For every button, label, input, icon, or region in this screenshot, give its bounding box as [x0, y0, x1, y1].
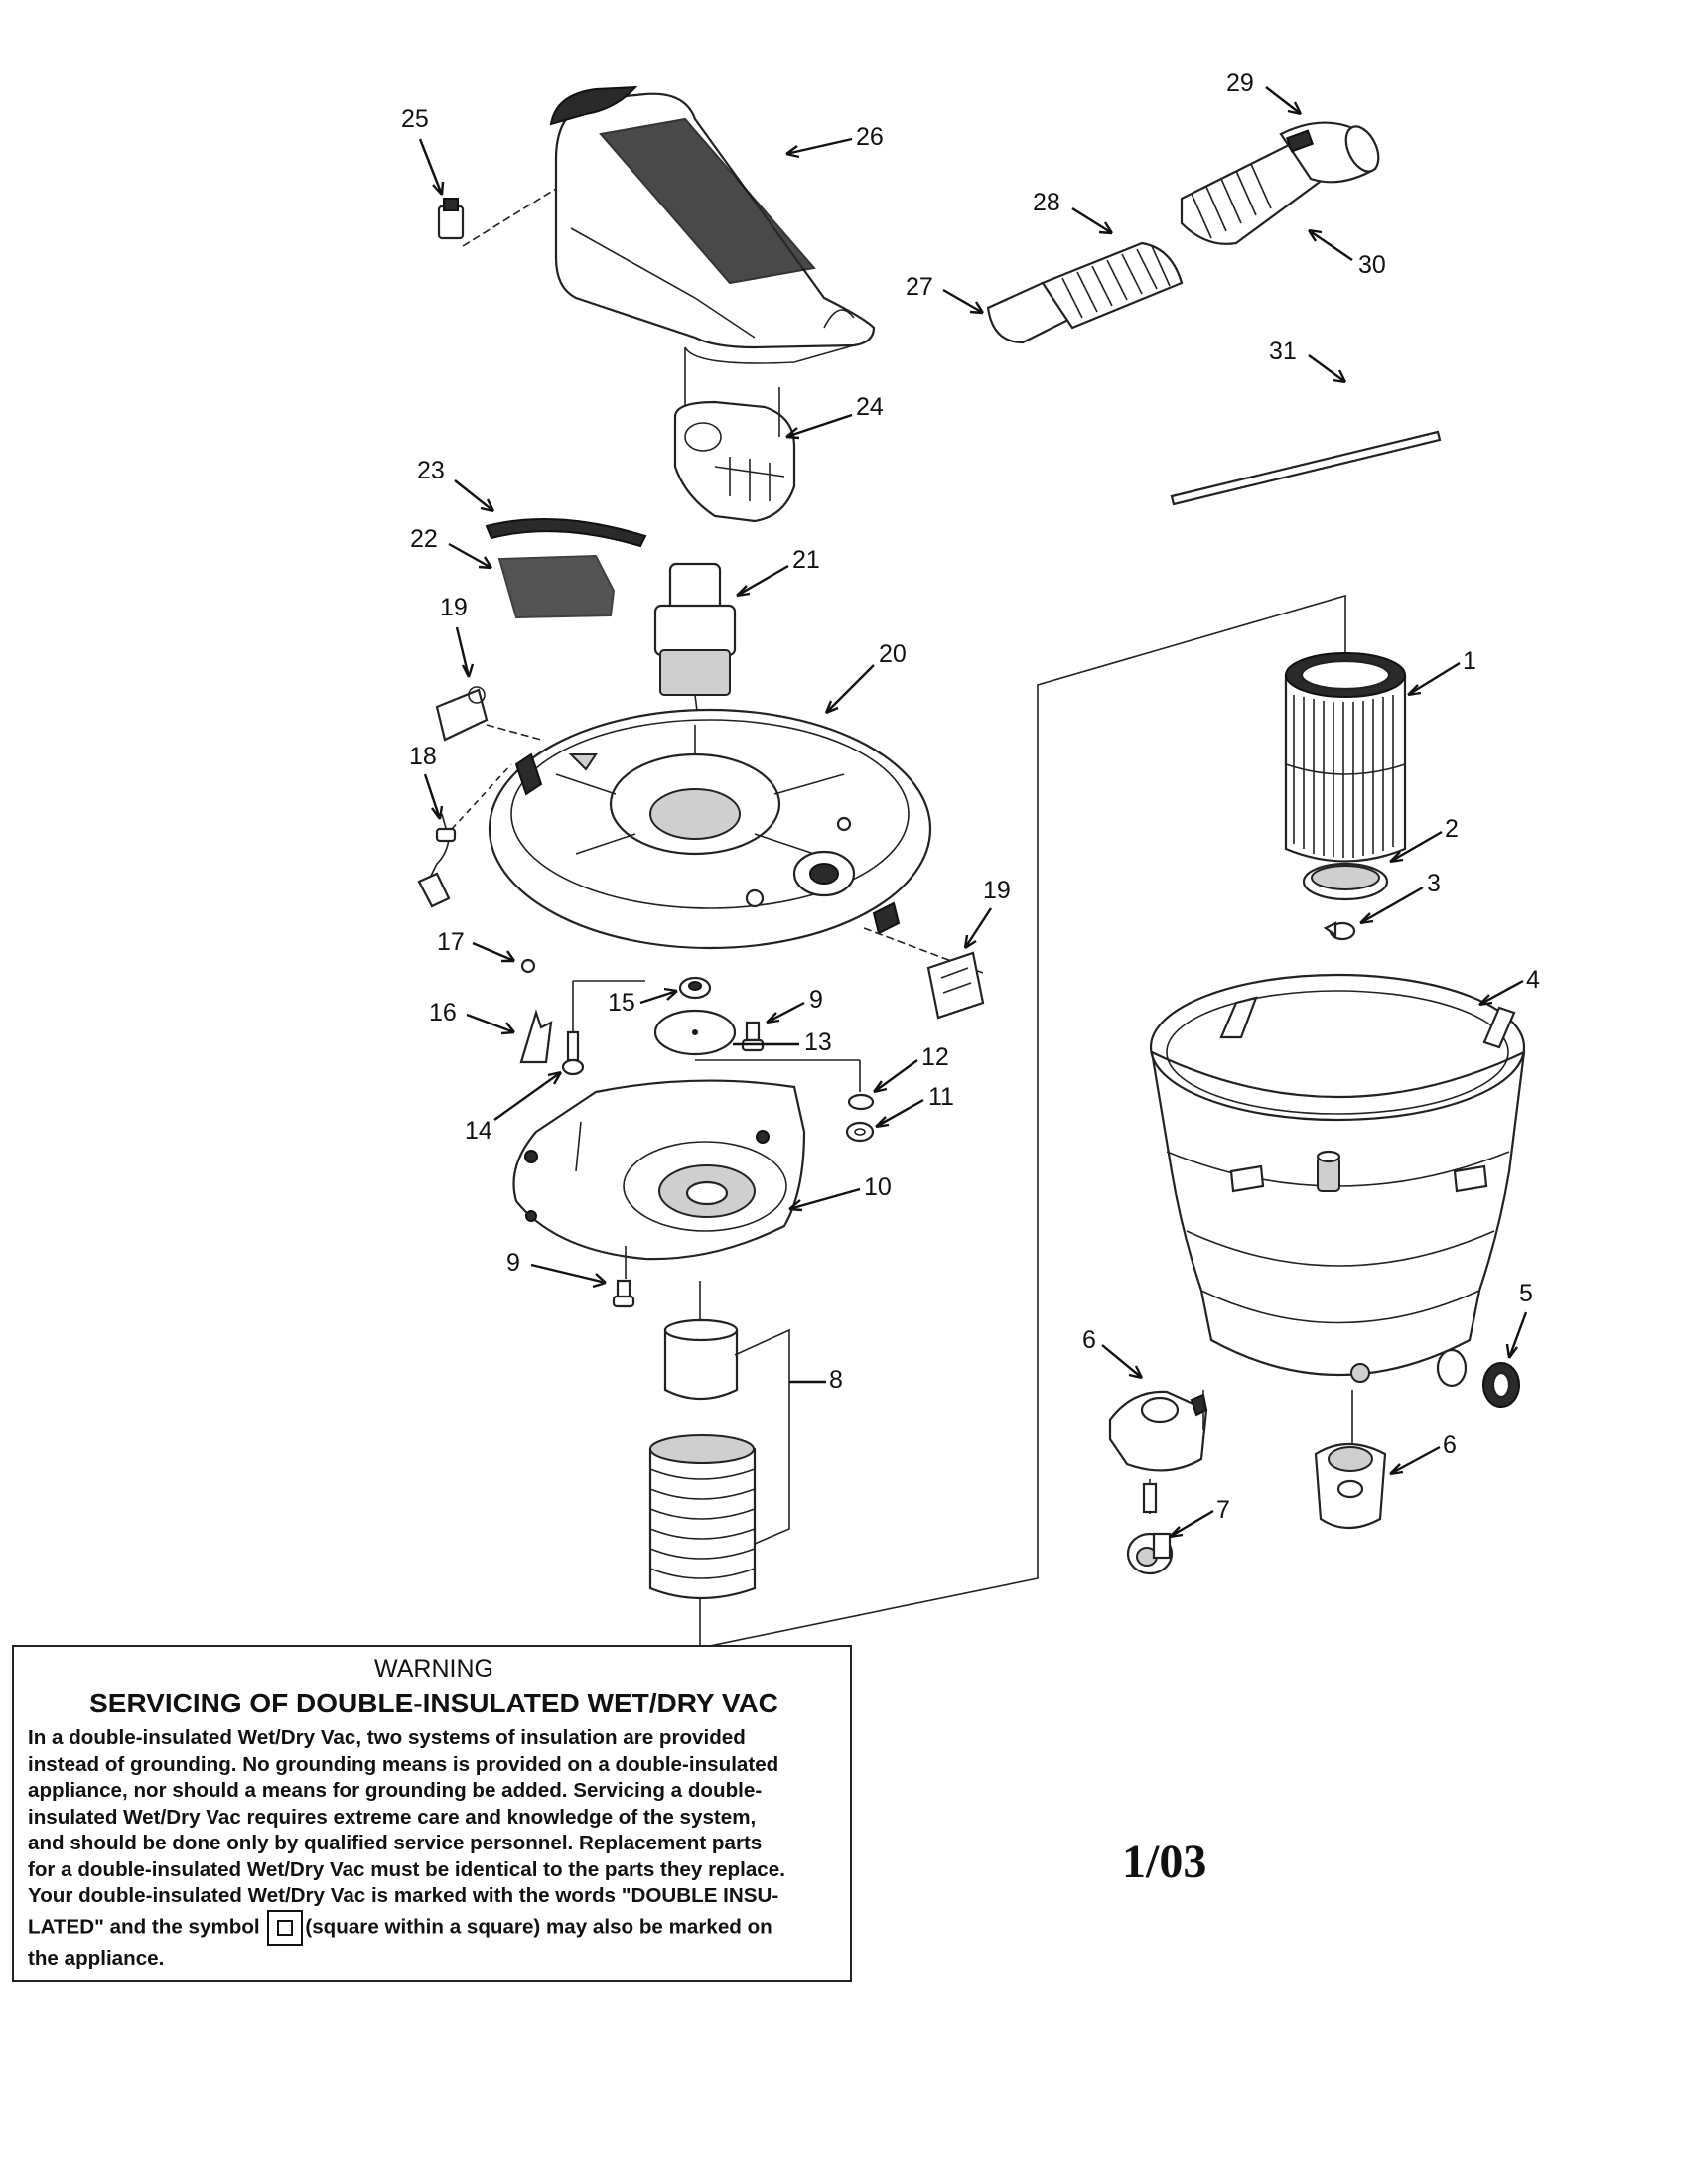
callout-10: 10: [864, 1173, 892, 1201]
double-insulated-symbol-icon: [267, 1909, 304, 1946]
callout-21: 21: [792, 546, 820, 574]
callouts: 1 2 3 4 5 6 6 7 8 9 9 10 11: [401, 69, 1540, 1539]
revision-date: 1/03: [1122, 1836, 1207, 1888]
callout-5: 5: [1519, 1280, 1533, 1307]
part-8-filter: [648, 1281, 790, 1600]
callout-9-upper: 9: [809, 986, 823, 1014]
warning-line-part: (square within a square) may also be mar…: [305, 1914, 772, 1938]
part-22-foam: [497, 554, 616, 619]
warning-line: appliance, nor should a means for ground…: [28, 1779, 763, 1802]
part-16-clip: [519, 1009, 553, 1064]
warning-title: WARNING: [374, 1655, 493, 1683]
callout-23: 23: [417, 457, 445, 484]
warning-line: In a double-insulated Wet/Dry Vac, two s…: [28, 1726, 746, 1749]
part-27-28-hose: [986, 241, 1184, 344]
part-24-deflector: [673, 347, 796, 523]
callout-12: 12: [921, 1043, 949, 1071]
warning-line-part: LATED" and the symbol: [28, 1914, 260, 1938]
callout-7: 7: [1216, 1496, 1230, 1524]
callout-25: 25: [401, 105, 429, 133]
callout-19-upper: 19: [440, 594, 468, 621]
warning-line: for a double-insulated Wet/Dry Vac must …: [28, 1857, 785, 1881]
callout-20: 20: [879, 640, 907, 668]
callout-6-left: 6: [1082, 1326, 1096, 1354]
callout-30: 30: [1358, 251, 1386, 279]
part-1-cartridge-filter: [1284, 652, 1407, 863]
part-10-baffle: [512, 1079, 806, 1261]
part-6-caster-foot-right: [1314, 1390, 1387, 1529]
callout-17: 17: [437, 928, 465, 956]
callout-4: 4: [1526, 966, 1540, 994]
callout-29: 29: [1226, 69, 1254, 97]
part-18-cord: [417, 763, 512, 908]
warning-line: the appliance.: [28, 1946, 165, 1970]
part-23-handle: [485, 517, 647, 548]
warning-line: insulated Wet/Dry Vac requires extreme c…: [28, 1805, 757, 1829]
callout-11: 11: [928, 1083, 954, 1111]
part-17-ring: [520, 958, 536, 974]
warning-line: Your double-insulated Wet/Dry Vac is mar…: [28, 1884, 779, 1907]
part-6-caster-foot-left: [1108, 1390, 1208, 1472]
warning-body: In a double-insulated Wet/Dry Vac, two s…: [28, 1725, 840, 1972]
callout-22: 22: [410, 525, 438, 553]
warning-line: LATED" and the symbol (square within a s…: [28, 1909, 840, 1946]
part-9-screw-lower: [612, 1246, 635, 1308]
part-7-caster: [1126, 1479, 1174, 1575]
part-2-filter-lid: [1302, 862, 1389, 901]
callout-15: 15: [608, 989, 635, 1017]
callout-18: 18: [409, 743, 437, 770]
callout-3: 3: [1427, 870, 1441, 897]
part-11-nut: [695, 1059, 875, 1143]
callout-19-lower: 19: [983, 877, 1011, 904]
callout-9-lower: 9: [506, 1249, 520, 1277]
part-20-lid: [488, 708, 984, 974]
callout-16: 16: [429, 999, 457, 1026]
callout-13: 13: [804, 1028, 832, 1056]
part-29-30-hose: [1180, 121, 1380, 245]
part-4-tank: [1149, 973, 1526, 1388]
callout-14: 14: [465, 1117, 492, 1145]
warning-box: WARNING SERVICING OF DOUBLE-INSULATED WE…: [12, 1645, 852, 1982]
part-26-motor-cover: [549, 85, 876, 364]
part-15-nut: [678, 976, 712, 1000]
callout-27: 27: [906, 273, 933, 301]
part-19-latch-lower: [926, 951, 985, 1020]
callout-6-right: 6: [1443, 1432, 1457, 1459]
warning-line: instead of grounding. No grounding means…: [28, 1752, 779, 1776]
callout-2: 2: [1445, 815, 1459, 843]
part-9-screw-upper: [741, 1021, 765, 1052]
part-3-wing-nut: [1323, 921, 1356, 941]
callout-31: 31: [1269, 338, 1297, 365]
callout-26: 26: [856, 123, 884, 151]
warning-heading: SERVICING OF DOUBLE-INSULATED WET/DRY VA…: [89, 1688, 778, 1718]
warning-line: and should be done only by qualified ser…: [28, 1832, 763, 1854]
part-13-disc: [653, 1009, 737, 1056]
callout-8: 8: [829, 1366, 843, 1394]
callout-28: 28: [1033, 189, 1060, 216]
part-12-washer: [847, 1093, 875, 1111]
callout-1: 1: [1463, 647, 1476, 675]
part-31-strip: [1170, 430, 1442, 506]
part-25-switch: [437, 188, 557, 247]
callout-24: 24: [856, 393, 884, 421]
part-14-screw: [561, 980, 645, 1076]
part-19-latch-upper: [435, 686, 542, 742]
part-5-drain-cap: [1482, 1362, 1520, 1408]
